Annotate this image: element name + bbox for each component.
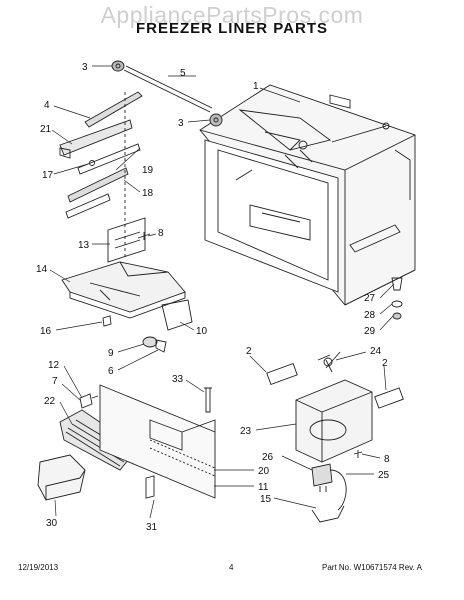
footer-part-number: Part No. W10671574 Rev. A bbox=[322, 563, 422, 572]
callout-22: 22 bbox=[44, 396, 56, 407]
fan-motor-assembly bbox=[266, 351, 404, 523]
callout-10: 10 bbox=[196, 326, 208, 337]
rod-part bbox=[123, 65, 213, 113]
callout-27: 27 bbox=[364, 293, 376, 304]
callout-labels: 1 3 5 3 4 21 17 19 18 13 8 14 16 10 9 6 … bbox=[36, 62, 390, 533]
page-title: FREEZER LINER PARTS bbox=[135, 20, 329, 37]
callout-9: 9 bbox=[108, 348, 114, 359]
clip-part-7-12 bbox=[79, 393, 99, 409]
bracket-part-13 bbox=[107, 217, 146, 263]
callout-17: 17 bbox=[42, 170, 54, 181]
callout-4: 4 bbox=[44, 100, 50, 111]
callout-28: 28 bbox=[364, 310, 376, 321]
screw-part-8-upper bbox=[137, 232, 151, 240]
callout-6: 6 bbox=[108, 366, 114, 377]
callout-11: 11 bbox=[258, 482, 269, 493]
callout-14: 14 bbox=[36, 264, 48, 275]
callout-20: 20 bbox=[258, 466, 270, 477]
footer-page-number: 4 bbox=[229, 563, 234, 572]
end-cap-part-lower bbox=[209, 113, 223, 127]
end-cap-part-upper bbox=[111, 60, 125, 72]
callout-7: 7 bbox=[52, 376, 58, 387]
callout-1: 1 bbox=[253, 81, 259, 92]
callout-2-right: 2 bbox=[382, 358, 388, 369]
callout-16: 16 bbox=[40, 326, 52, 337]
callout-13: 13 bbox=[78, 240, 90, 251]
rail-assembly-parts bbox=[59, 92, 141, 260]
lamp-parts bbox=[142, 336, 167, 353]
callout-3-lower: 3 bbox=[178, 118, 184, 129]
clip-part-16 bbox=[102, 315, 112, 327]
foam-part-10 bbox=[161, 299, 193, 331]
screw-part-33 bbox=[204, 387, 212, 413]
tube-part-31 bbox=[145, 475, 155, 499]
callout-29: 29 bbox=[364, 326, 376, 337]
leader-lines bbox=[49, 65, 395, 519]
callout-8-lower: 8 bbox=[384, 454, 390, 465]
callout-33: 33 bbox=[172, 374, 184, 385]
callout-18: 18 bbox=[142, 188, 154, 199]
panel-part-11-20 bbox=[99, 384, 216, 499]
callout-31: 31 bbox=[146, 522, 158, 533]
callout-21: 21 bbox=[40, 124, 52, 135]
callout-2-left: 2 bbox=[246, 346, 252, 357]
callout-5: 5 bbox=[180, 68, 186, 79]
strip-part-4 bbox=[84, 91, 143, 128]
freezer-liner-part bbox=[199, 84, 416, 306]
callout-26: 26 bbox=[262, 452, 274, 463]
damper-parts-27-28-29 bbox=[391, 277, 403, 320]
callout-25: 25 bbox=[378, 470, 390, 481]
footer-date: 12/19/2013 bbox=[18, 563, 59, 572]
shroud-part-14 bbox=[61, 261, 186, 319]
callout-8-upper: 8 bbox=[158, 228, 164, 239]
callout-24: 24 bbox=[370, 346, 382, 357]
callout-23: 23 bbox=[240, 426, 252, 437]
callout-12: 12 bbox=[48, 360, 60, 371]
callout-30: 30 bbox=[46, 518, 58, 529]
cover-part-30 bbox=[37, 454, 86, 501]
callout-19: 19 bbox=[142, 165, 154, 176]
callout-15: 15 bbox=[260, 494, 272, 505]
callout-3-upper: 3 bbox=[82, 62, 88, 73]
watermark: AppliancePartsPros.com bbox=[100, 2, 364, 28]
